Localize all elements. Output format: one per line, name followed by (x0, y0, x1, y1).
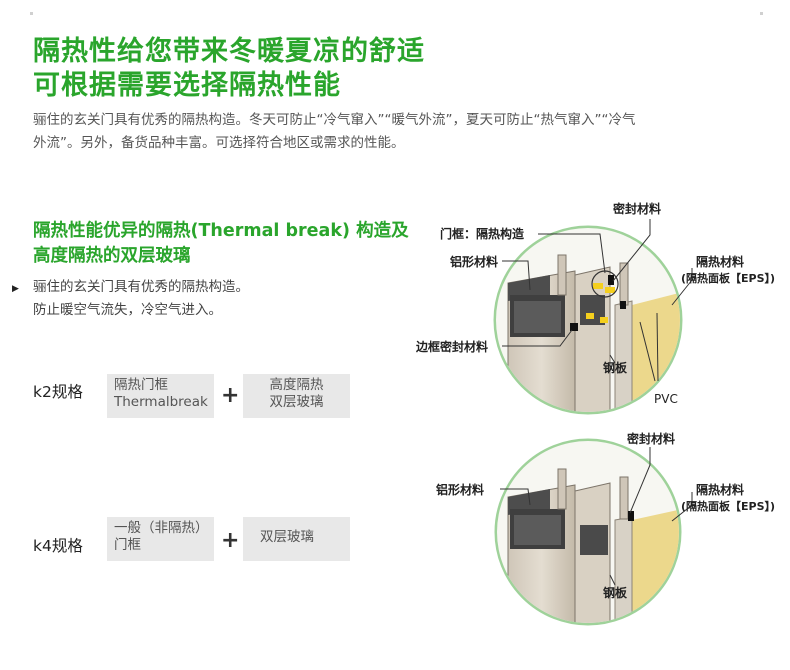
label-aluminum-2: 铝形材料 (436, 482, 484, 497)
spec-k2-frame-box: 隔热门框 Thermalbreak (107, 374, 214, 418)
feature-title-line1: 隔热性能优异的隔热(Thermal break) 构造及 (33, 221, 409, 241)
feature-desc-line2: 防止暖空气流失，冷空气进入。 (33, 302, 222, 318)
corner-mark-left (30, 12, 33, 15)
feature-desc-line1: 骊住的玄关门具有优秀的隔热构造。 (33, 279, 249, 295)
plus-sign-k2: + (221, 383, 240, 408)
plus-sign-k4: + (221, 528, 240, 553)
label-aluminum: 铝形材料 (450, 254, 498, 269)
spec-k4-label: k4规格 (33, 537, 83, 555)
leader-lines-2 (500, 447, 693, 586)
spec-k2-frame-line2: Thermalbreak (114, 394, 208, 410)
spec-k4-frame-line2: 门框 (114, 537, 141, 553)
spec-k4-glass: 双层玻璃 (260, 529, 314, 545)
label-frame-structure: 门框：隔热构造 (440, 226, 525, 241)
corner-mark-right (760, 12, 763, 15)
intro-text-line2: 外流”。另外，备货品种丰富。可选择符合地区或需求的性能。 (33, 135, 405, 151)
bullet-arrow-icon: ▶ (12, 284, 19, 294)
label-insulation-panel: (隔热面板【EPS】) (681, 271, 775, 285)
feature-title-line2: 高度隔热的双层玻璃 (33, 246, 191, 266)
label-insulation-2: 隔热材料 (696, 482, 744, 497)
main-heading-line1: 隔热性给您带来冬暖夏凉的舒适 (33, 36, 425, 67)
label-pvc: PVC (654, 392, 678, 406)
spec-k2-glass-box: 高度隔热 双层玻璃 (243, 374, 350, 418)
leader-lines (502, 219, 693, 382)
label-edge-seal: 边框密封材料 (415, 339, 488, 354)
spec-k2-glass-line2: 双层玻璃 (269, 394, 324, 410)
label-steel-2: 钢板 (603, 585, 628, 600)
standard-frame-diagram: 密封材料 铝形材料 隔热材料 (隔热面板【EPS】) 钢板 (436, 431, 775, 626)
spec-k4-frame-line1: 一般（非隔热） (114, 520, 209, 536)
spec-k2-frame-line1: 隔热门框 (114, 377, 168, 393)
label-steel: 钢板 (603, 360, 628, 375)
spec-k4-glass-box: 双层玻璃 (243, 517, 350, 561)
spec-k2-glass-line1: 高度隔热 (269, 377, 324, 393)
main-heading-line2: 可根据需要选择隔热性能 (33, 70, 341, 101)
label-insulation: 隔热材料 (696, 254, 744, 269)
thermal-break-diagram: 密封材料 门框：隔热构造 铝形材料 隔热材料 (隔热面板【EPS】) 边框密封材… (415, 201, 775, 415)
label-seal-2: 密封材料 (627, 431, 675, 446)
spec-k2-label: k2规格 (33, 383, 83, 401)
label-insulation-panel-2: (隔热面板【EPS】) (681, 499, 775, 513)
intro-text-line1: 骊住的玄关门具有优秀的隔热构造。冬天可防止“冷气窜入”“暖气外流”，夏天可防止“… (33, 112, 636, 128)
label-seal: 密封材料 (613, 201, 661, 216)
spec-k4-frame-box: 一般（非隔热） 门框 (107, 517, 214, 561)
